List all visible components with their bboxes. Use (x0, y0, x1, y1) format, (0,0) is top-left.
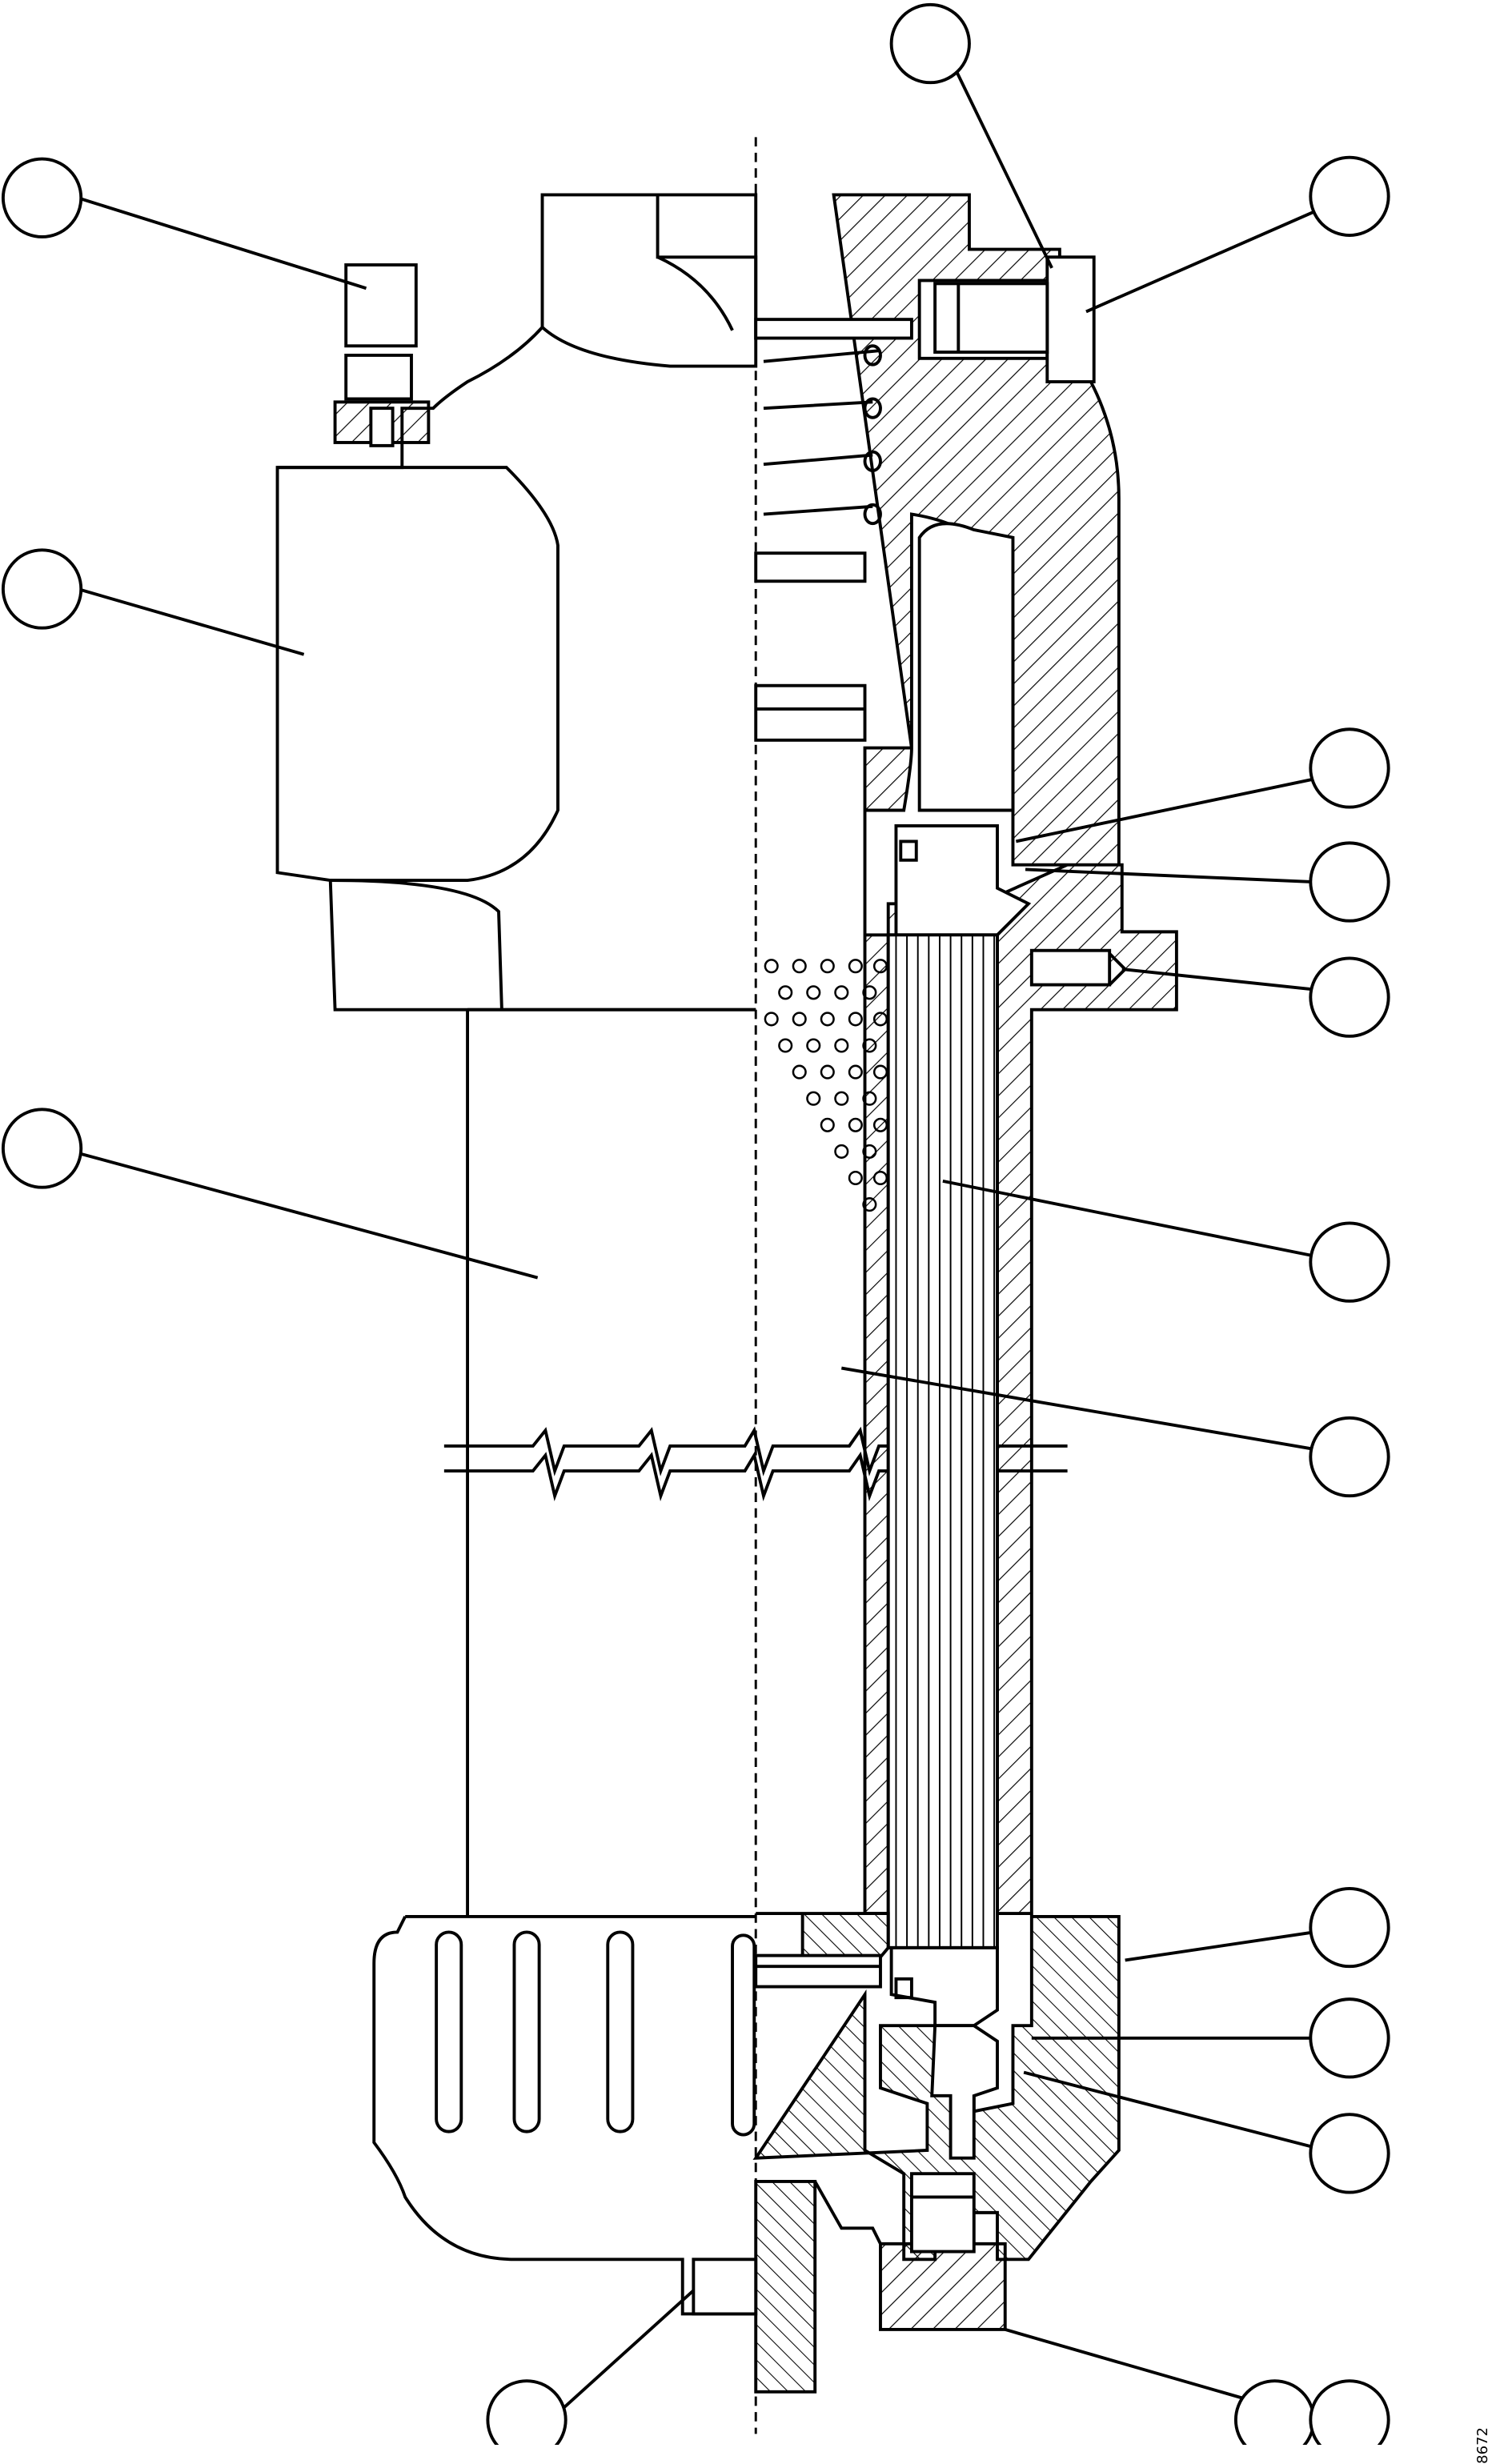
callout-bowl-bottom-fitting (486, 2379, 568, 2445)
cap-screw (1045, 255, 1096, 383)
drawing-reference-code: 8672 (1474, 2427, 1491, 2464)
callout-element-core (1309, 1416, 1390, 1498)
callout-seal-lower-b (1309, 2113, 1390, 2194)
bypass-spring (763, 344, 882, 526)
callout-head-body (1, 548, 83, 630)
callout-top-fitting (889, 2, 971, 85)
callout-filter-element (1309, 1221, 1390, 1303)
drain-plug (930, 2024, 999, 2160)
bypass-valve (754, 551, 867, 583)
port-plug (1029, 948, 1112, 987)
housing-outline (466, 1008, 756, 1917)
callout-valve-vent (1, 157, 83, 238)
head-body-side (277, 466, 559, 883)
filter-element-pleats (886, 933, 999, 1949)
vent-valve-body (344, 263, 418, 348)
callout-port-plug (1309, 956, 1390, 1038)
bowl-outline (372, 1914, 756, 2316)
callout-seal-upper-b (1309, 841, 1390, 923)
callout-seal-upper-a (1309, 727, 1390, 809)
head-section (832, 193, 1178, 1915)
element-bottom-cap (889, 1945, 999, 2028)
head-outline (540, 193, 758, 368)
callout-housing (1, 1108, 83, 1189)
callout-seal-lower-a (1309, 1997, 1390, 2079)
perforated-core (764, 959, 888, 1212)
callout-drain-plug-seal (1309, 2379, 1390, 2445)
callout-bowl-clip (1309, 1886, 1390, 1969)
callout-drain-plug (1233, 2379, 1316, 2445)
callout-cap-screw (1309, 155, 1390, 237)
